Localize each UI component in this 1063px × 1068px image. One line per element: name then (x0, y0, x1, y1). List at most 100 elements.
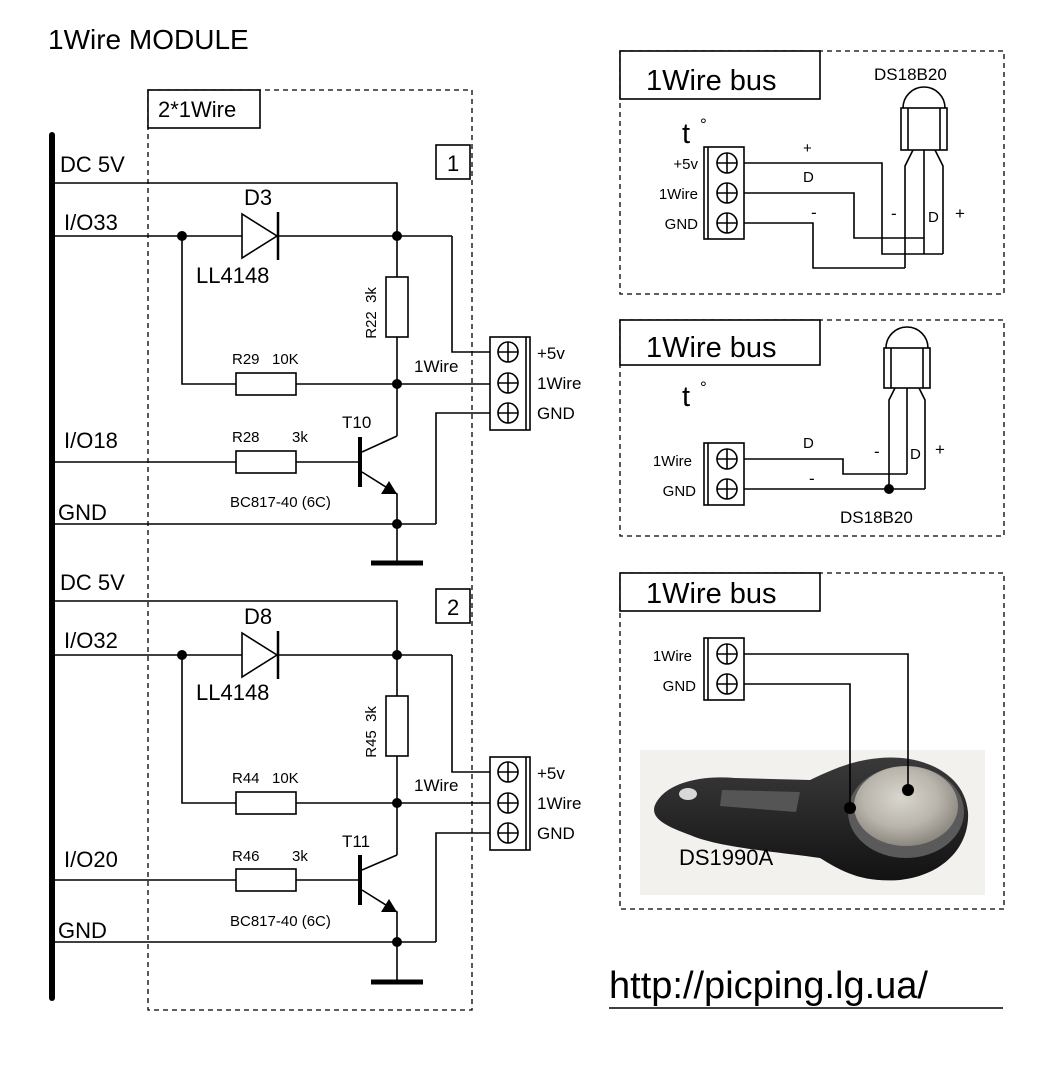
channel-1-dc-wire (54, 182, 398, 277)
channel-2-term-5v: +5v (537, 764, 565, 783)
channel-1-diode-symbol (241, 212, 279, 260)
channel-2-pullup-resistor (385, 695, 409, 757)
bus-panel-2-temp-symbol: t (682, 381, 690, 413)
channel-1-screw-gnd (497, 402, 519, 424)
channel-1-io-a-label: I/O33 (64, 210, 118, 235)
channel-1-screw-5v (497, 341, 519, 363)
channel-1-diode-name: D3 (244, 185, 272, 210)
channel-1-transistor-type: BC817-40 (6C) (230, 494, 331, 511)
channel-2-series-name: R44 (232, 770, 260, 787)
bus-panel-2-leg-minus (888, 387, 896, 489)
bus-panel-2-pin-plus: + (935, 440, 945, 459)
page-title: 1Wire MODULE (48, 24, 249, 55)
channel-2-base-resistor (235, 868, 297, 892)
channel-2-term-gnd: GND (537, 824, 575, 843)
channel-1-junction-gnd (392, 519, 402, 529)
bus-panel-2-title-box (619, 319, 821, 366)
bus-panel-2-screw-1 (716, 448, 738, 470)
channel-1-transistor-collector (361, 435, 398, 453)
bus-panel-2-sensor-name: DS18B20 (840, 508, 913, 527)
channel-1-gnd-route (435, 412, 490, 524)
bus-panel-1-leg-plus (934, 149, 944, 254)
bus-panel-3-title: 1Wire bus (646, 578, 777, 610)
channel-2-junction-dc (392, 650, 402, 660)
bus-panel-1-screw-2 (716, 182, 738, 204)
channel-1-transistor-emitter (361, 471, 398, 524)
channel-2-junction-gnd (392, 937, 402, 947)
channel-2-emitter-arrow (381, 899, 397, 912)
channel-2-diode-type: LL4148 (196, 680, 269, 705)
channel-2-series-value: 10K (272, 770, 299, 787)
channel-2-io-a-label: I/O32 (64, 628, 118, 653)
bus-panel-1-term-1: 1Wire (659, 186, 698, 203)
bus-panel-2-terminal-block (703, 442, 745, 506)
bus-panel-2-wire-d-label: D (803, 435, 814, 452)
channel-1-bus-label: 1Wire (414, 357, 458, 376)
bus-panel-1-screw-3 (716, 212, 738, 234)
bus-panel-1-title-box (619, 50, 821, 100)
bus-panel-3-contact-center (902, 784, 914, 796)
bus-panel-2-term-0: 1Wire (653, 453, 692, 470)
bus-panel-2-pin-d: D (910, 446, 921, 463)
bus-panel-1-screw-1 (716, 152, 738, 174)
channel-2-series-wire-left (181, 655, 236, 804)
channel-1-pullup-resistor (385, 276, 409, 338)
module-outline (147, 89, 473, 1011)
bus-panel-3-wire-gnd (744, 683, 851, 808)
bus-panel-1-wire-d-label: D (803, 169, 814, 186)
bus-panel-1-wire-minus (744, 222, 905, 269)
bus-panel-3-wire-1wire (744, 653, 909, 790)
bus-panel-2-wire-minus-label: - (809, 469, 815, 488)
channel-1-series-name: R29 (232, 351, 260, 368)
bus-panel-2-screw-2 (716, 478, 738, 500)
bus-panel-1-temp-symbol: t (682, 118, 690, 150)
bus-panel-1-title: 1Wire bus (646, 65, 777, 97)
channel-1-base-value: 3k (292, 429, 308, 446)
channel-1-number: 1 (447, 151, 459, 176)
bus-panel-2-title: 1Wire bus (646, 332, 777, 364)
channel-1: 1 DC 5V I/O33 I/O18 GND D3 LL4148 3k R22… (54, 144, 581, 566)
bus-panel-2: 1Wire bus t ° - D + 1Wire GND D - DS18B2… (619, 319, 1005, 537)
ibutton-keyring-hole (679, 788, 697, 800)
channel-1-junction-dc (392, 231, 402, 241)
channel-1-5v-route (451, 236, 490, 353)
channel-2-diode-name: D8 (244, 604, 272, 629)
channel-2-dc-wire (54, 600, 398, 696)
channel-1-base-name: R28 (232, 429, 260, 446)
channel-1-gnd-label: GND (58, 500, 107, 525)
bus-panel-1-pin-plus: + (955, 204, 965, 223)
site-url[interactable]: http://picping.lg.ua/ (609, 965, 928, 1007)
channel-2-screw-5v (497, 761, 519, 783)
bus-panel-1-pin-d: D (928, 209, 939, 226)
bus-panel-2-pin-minus: - (874, 442, 880, 461)
channel-2-io-b-label: I/O20 (64, 847, 118, 872)
module-label-box (147, 89, 261, 129)
bus-panel-3-screw-1 (716, 643, 738, 665)
channel-1-io-b-label: I/O18 (64, 428, 118, 453)
bus-panel-1-pin-minus: - (891, 204, 897, 223)
channel-1-pullup-value: 3k (363, 287, 380, 303)
channel-1-base-resistor (235, 450, 297, 474)
bus-panel-1: 1Wire bus DS18B20 t ° - D + +5v 1Wire GN… (619, 50, 1005, 295)
channel-2-series-resistor (235, 791, 297, 815)
channel-2: 2 DC 5V I/O32 I/O20 GND D8 LL4148 3k R45… (54, 570, 581, 985)
ibutton-fob-recess (720, 790, 800, 812)
bus-panel-1-wire-plus-label: + (803, 140, 812, 157)
channel-1-diode-type: LL4148 (196, 263, 269, 288)
channel-1-dc-label: DC 5V (60, 152, 125, 177)
ibutton-device-name: DS1990A (679, 845, 774, 870)
channel-2-base-name: R46 (232, 848, 260, 865)
bus-panel-2-degree: ° (700, 378, 707, 397)
bus-panel-3-contact-rim (844, 802, 856, 814)
channel-2-dc-label: DC 5V (60, 570, 125, 595)
channel-1-screw-1wire (497, 372, 519, 394)
channel-2-transistor-emitter (361, 889, 398, 942)
bus-panel-3-term-1: GND (663, 678, 697, 695)
bus-panel-1-wire-plus (744, 162, 943, 255)
channel-2-transistor-name: T11 (342, 832, 370, 851)
bus-panel-2-term-1: GND (663, 483, 697, 500)
channel-1-term-1wire: 1Wire (537, 374, 581, 393)
channel-2-transistor-type: BC817-40 (6C) (230, 913, 331, 930)
channel-2-transistor-collector (361, 854, 398, 871)
